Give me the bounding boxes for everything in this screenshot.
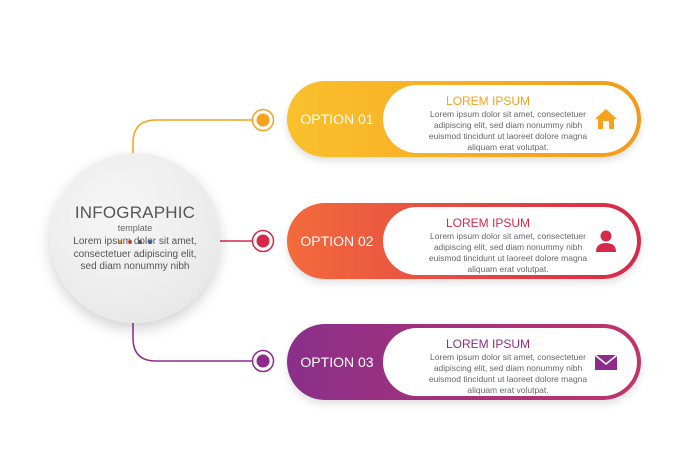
hub-color-dots <box>50 237 220 244</box>
option-card-3: OPTION 03 LOREM IPSUM Lorem ipsum dolor … <box>287 324 641 400</box>
option-card-2: OPTION 02 LOREM IPSUM Lorem ipsum dolor … <box>287 203 641 279</box>
option-content-1: LOREM IPSUM Lorem ipsum dolor sit amet, … <box>383 85 637 153</box>
connector-line-3 <box>132 318 252 362</box>
connector-node-1 <box>251 108 275 132</box>
connector-node-3 <box>251 349 275 373</box>
option-label-3: OPTION 03 <box>300 354 374 370</box>
hub-title: INFOGRAPHIC <box>74 203 196 222</box>
option-content-2: LOREM IPSUM Lorem ipsum dolor sit amet, … <box>383 207 637 275</box>
option-heading-1: LOREM IPSUM <box>445 94 530 108</box>
option-body-2: Lorem ipsum dolor sit amet, consectetuer… <box>428 231 588 274</box>
option-heading-2: LOREM IPSUM <box>445 216 530 230</box>
connector-node-2 <box>251 229 275 253</box>
option-heading-3: LOREM IPSUM <box>445 337 530 351</box>
option-body-1: Lorem ipsum dolor sit amet, consectetuer… <box>428 109 588 152</box>
hub-dot-3 <box>138 240 142 244</box>
user-icon <box>596 230 616 252</box>
hub-dot-4 <box>148 240 152 244</box>
envelope-icon <box>594 354 618 370</box>
option-content-3: LOREM IPSUM Lorem ipsum dolor sit amet, … <box>383 328 637 396</box>
hub-subtitle: template <box>117 223 153 233</box>
home-icon <box>595 109 617 129</box>
option-label-2: OPTION 02 <box>300 233 374 249</box>
hub-circle: INFOGRAPHIC template Lorem ipsum dolor s… <box>50 153 220 323</box>
hub-dot-2 <box>128 240 132 244</box>
option-card-1: OPTION 01 LOREM IPSUM Lorem ipsum dolor … <box>287 81 641 157</box>
hub-body-text: Lorem ipsum dolor sit amet, consectetuer… <box>73 236 197 272</box>
option-body-3: Lorem ipsum dolor sit amet, consectetuer… <box>428 352 588 395</box>
hub-dot-1 <box>118 240 122 244</box>
option-label-1: OPTION 01 <box>300 111 374 127</box>
connector-line-1 <box>132 119 252 158</box>
